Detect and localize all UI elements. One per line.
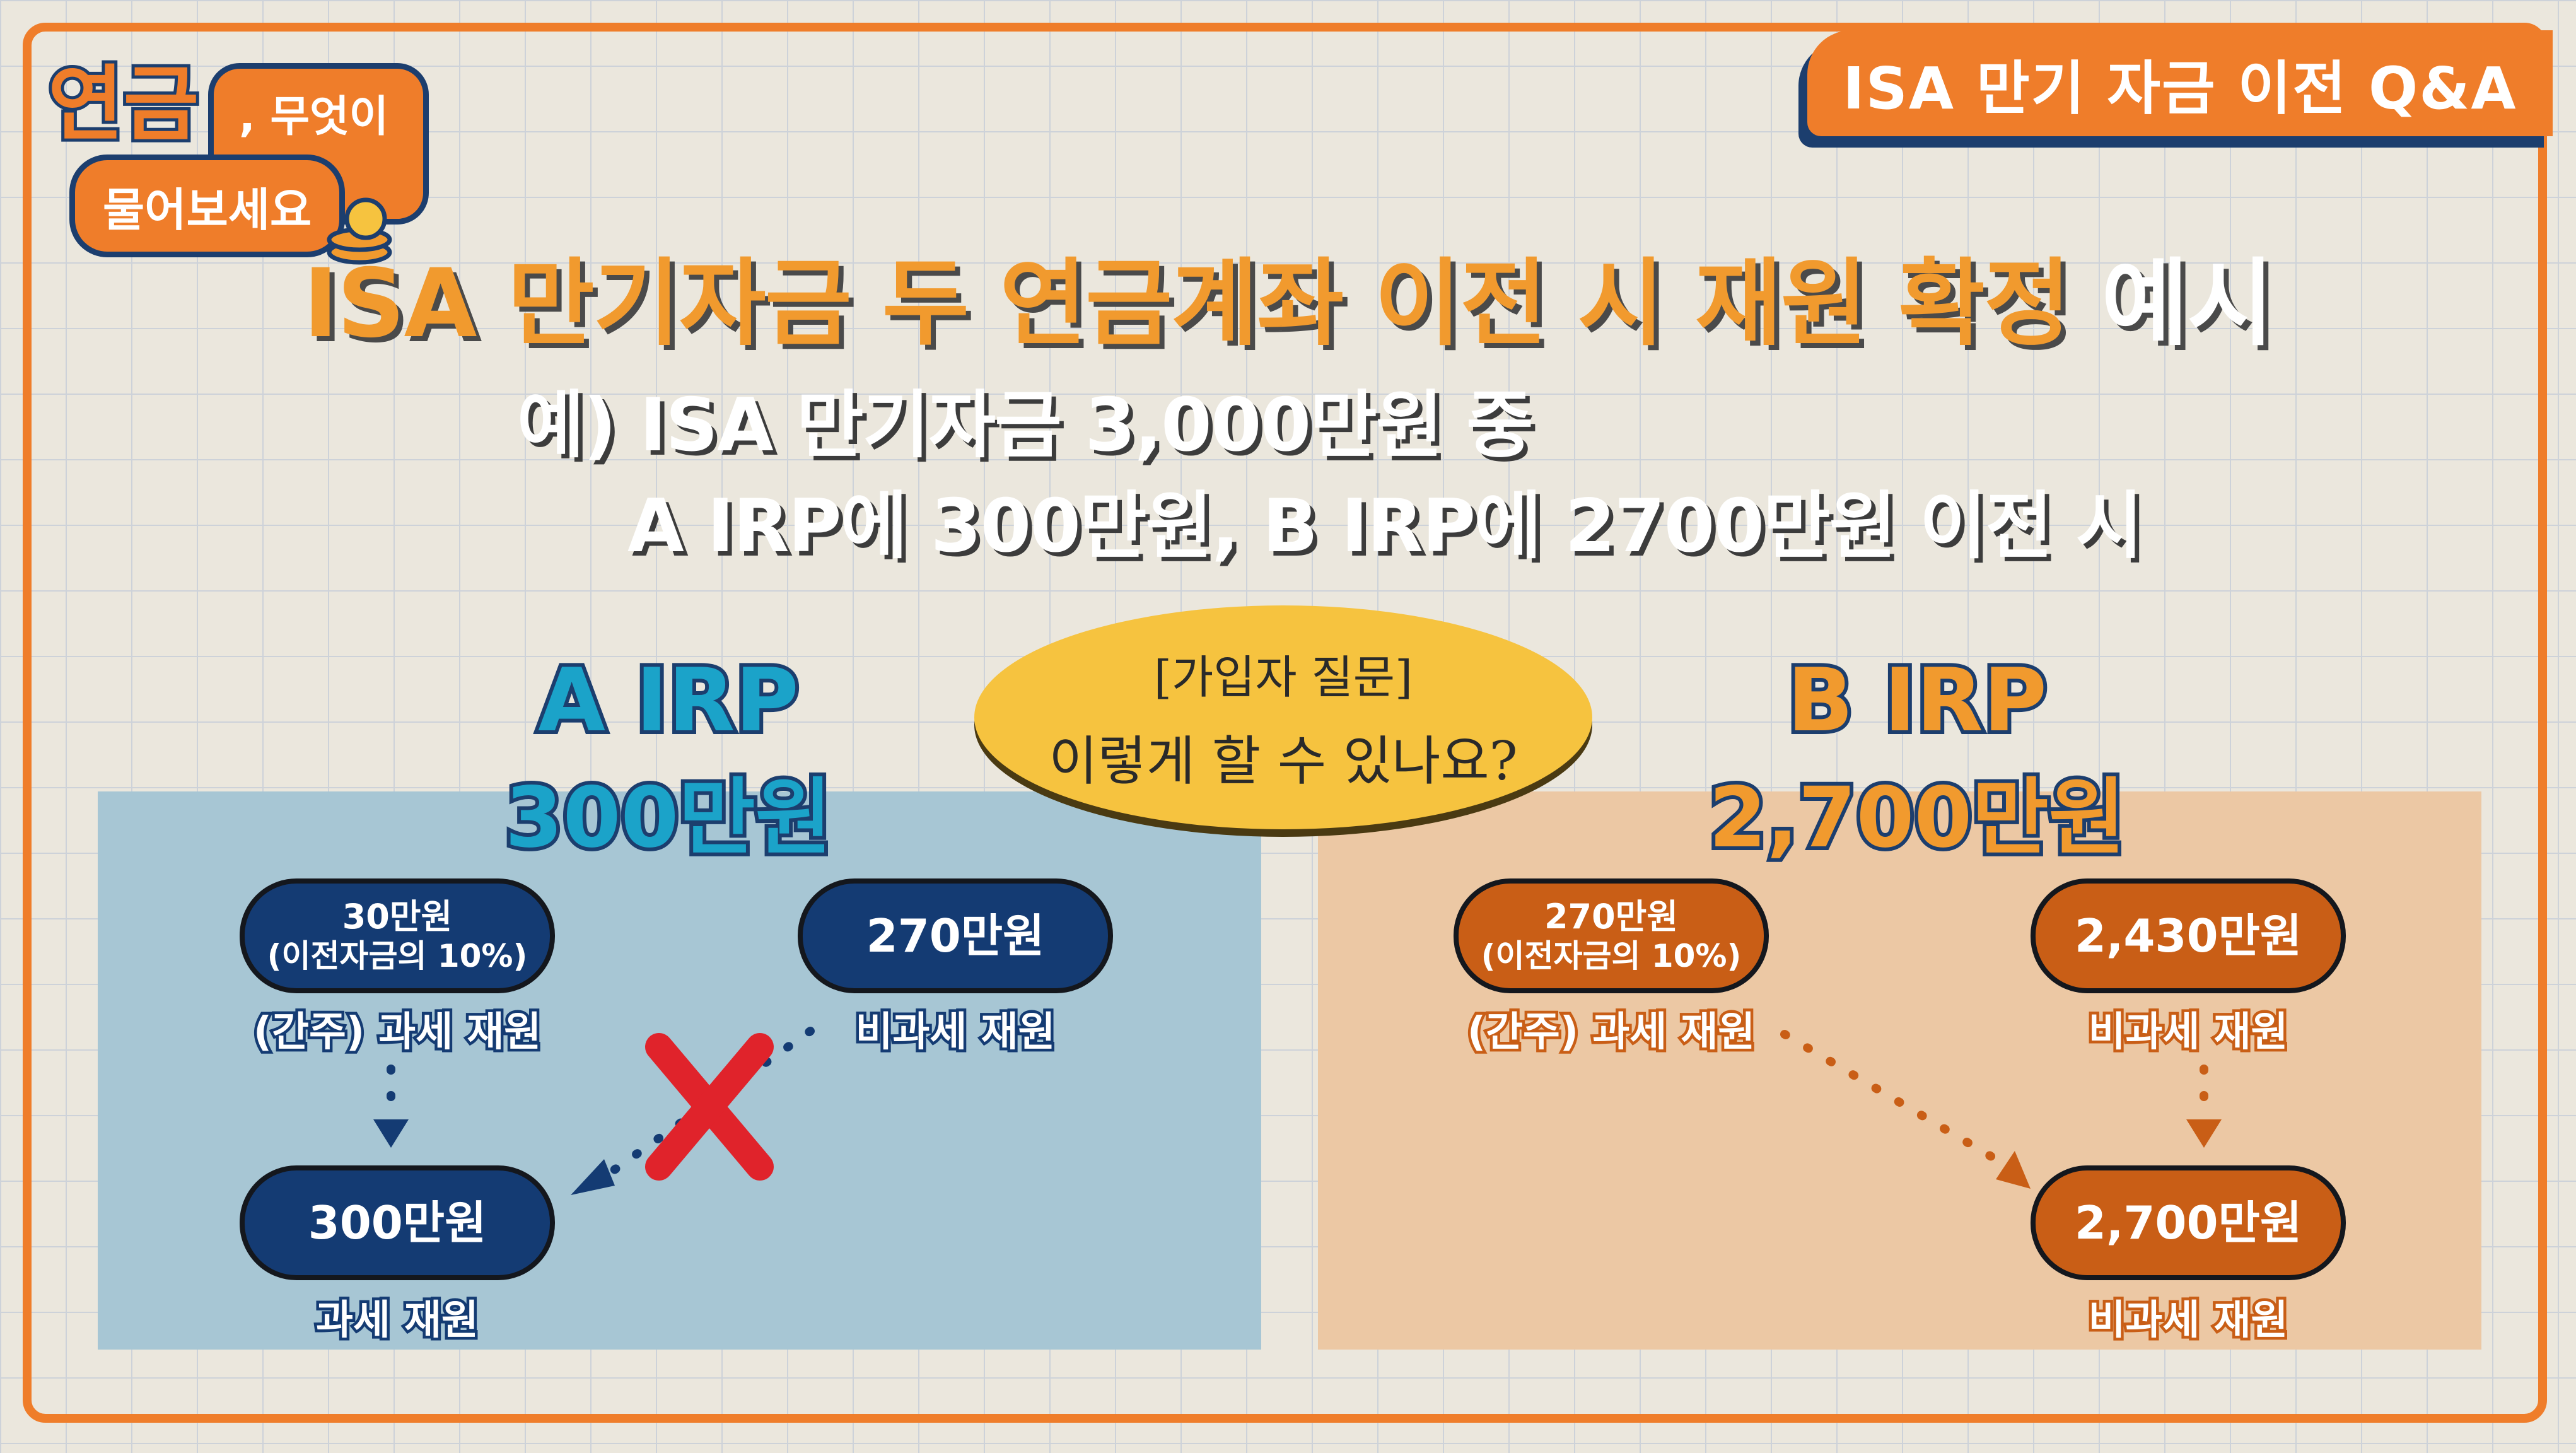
example-line-2: A IRP에 300만원, B IRP에 2700만원 이전 시 xyxy=(627,484,2143,569)
panel-b-nontax-pill: 2,430만원 xyxy=(2031,878,2346,993)
arrow-b-down-head xyxy=(2186,1119,2222,1148)
question-bubble: [가입자 질문] 이렇게 할 수 있나요? xyxy=(974,605,1592,829)
panel-a-nontax-label: 비과세 재원 xyxy=(853,1007,1058,1059)
outer-frame xyxy=(23,23,2547,1423)
logo: 연금 , 무엇이든 물어보세요 xyxy=(38,38,429,265)
logo-bubble-bottom: 물어보세요 xyxy=(69,155,346,257)
example-line-1: 예) ISA 만기자금 3,000만원 중 xyxy=(517,383,1534,468)
arrow-b-diag-head xyxy=(1996,1151,2031,1189)
panel-b-result-pill: 2,700만원 xyxy=(2031,1165,2346,1280)
panel-a-nontax-pill: 270만원 xyxy=(798,878,1113,993)
panel-b-nontax-label: 비과세 재원 xyxy=(2085,1007,2291,1059)
question-text: 이렇게 할 수 있나요? xyxy=(1049,730,1518,792)
coins-icon xyxy=(327,197,392,265)
panel-a-taxable-amount: 30만원 xyxy=(342,896,453,937)
panel-a-result-pill: 300만원 xyxy=(240,1165,555,1280)
cross-icon xyxy=(645,1033,774,1181)
panel-b-result-label: 비과세 재원 xyxy=(2085,1295,2291,1347)
page-title: ISA 만기자금 두 연금계좌 이전 시 재원 확정 예시 xyxy=(0,227,2576,364)
question-heading: [가입자 질문] xyxy=(1153,650,1413,704)
panel-b-taxable-amount: 270만원 xyxy=(1544,896,1679,937)
arrow-b-taxable-to-result xyxy=(1780,1030,2013,1171)
arrow-a-nontax-to-result xyxy=(601,1027,815,1181)
panel-a-taxable-note: (이전자금의 10%) xyxy=(267,938,528,975)
arrow-a-down-head xyxy=(373,1119,409,1148)
panel-b-title: B IRP xyxy=(1783,646,2051,755)
page-title-suffix: 예시 xyxy=(2101,249,2274,359)
page-title-highlight: ISA 만기자금 두 연금계좌 이전 시 재원 확정 xyxy=(303,249,2071,359)
panel-a-title: A IRP xyxy=(534,646,803,755)
header-tab: ISA 만기 자금 이전 Q&A xyxy=(1807,30,2553,136)
panel-a-result-label: 과세 재원 xyxy=(313,1295,482,1347)
panel-b-amount: 2,700만원 xyxy=(1705,766,2129,870)
panel-b-taxable-pill: 270만원 (이전자금의 10%) xyxy=(1454,878,1769,993)
arrow-a-diag-head xyxy=(571,1159,615,1195)
logo-main-text: 연금 xyxy=(45,53,202,155)
panel-a-amount: 300만원 xyxy=(501,766,836,870)
panel-b-taxable-note: (이전자금의 10%) xyxy=(1481,938,1742,975)
panel-a-taxable-label: (간주) 과세 재원 xyxy=(250,1007,544,1059)
panel-a-taxable-pill: 30만원 (이전자금의 10%) xyxy=(240,878,555,993)
panel-b-taxable-label: (간주) 과세 재원 xyxy=(1464,1007,1757,1059)
